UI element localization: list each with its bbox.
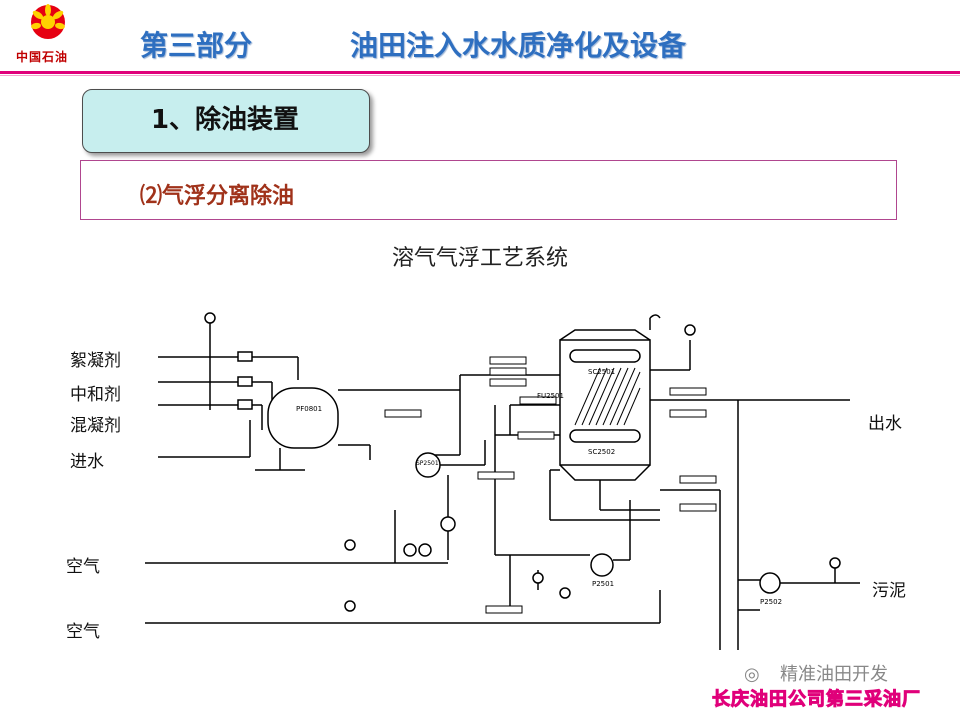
diagram-title: 溶气气浮工艺系统 [391,246,568,271]
logo-text: 中国石油 [16,50,69,64]
pf0801-tank [267,387,339,449]
subheading-box [80,160,897,220]
inclined-plates [574,367,641,426]
process-diagram [145,312,860,650]
tag-p2502: P2502 [760,598,783,606]
tag-sc2502: SC2502 [588,448,616,456]
wechat-icon: ◎ [744,664,760,685]
heading-text: 1、除油装置 [150,105,300,135]
header-divider [0,71,960,74]
tag-sc2501: SC2501 [588,368,616,376]
tag-fu2501: FU2501 [537,392,564,400]
label-sludge: 污泥 [872,581,906,601]
watermark-text: 精准油田开发 [780,664,888,685]
header-divider-thin [0,75,960,76]
page-title: 油田注入水水质净化及设备 [350,29,687,62]
p2502-pump [759,572,781,594]
petrochina-logo-icon [31,4,65,39]
p2501-pump [590,553,614,577]
section-title: 第三部分 [140,29,253,62]
label-coagulant: 混凝剂 [70,416,121,436]
tag-p2501: P2501 [592,580,615,588]
tag-pf0801: PF0801 [296,405,323,413]
label-air-1: 空气 [66,557,100,577]
label-inlet-water: 进水 [70,452,104,472]
heading-box [82,89,370,153]
footer-text: 长庆油田公司第三采油厂 [712,689,921,711]
label-neutralizer: 中和剂 [70,385,121,405]
tag-sp2501: SP2501 [416,460,439,467]
subheading-text: ⑵气浮分离除油 [140,184,295,209]
label-flocculant: 絮凝剂 [70,351,121,371]
label-air-2: 空气 [66,622,100,642]
label-outlet-water: 出水 [868,414,902,434]
